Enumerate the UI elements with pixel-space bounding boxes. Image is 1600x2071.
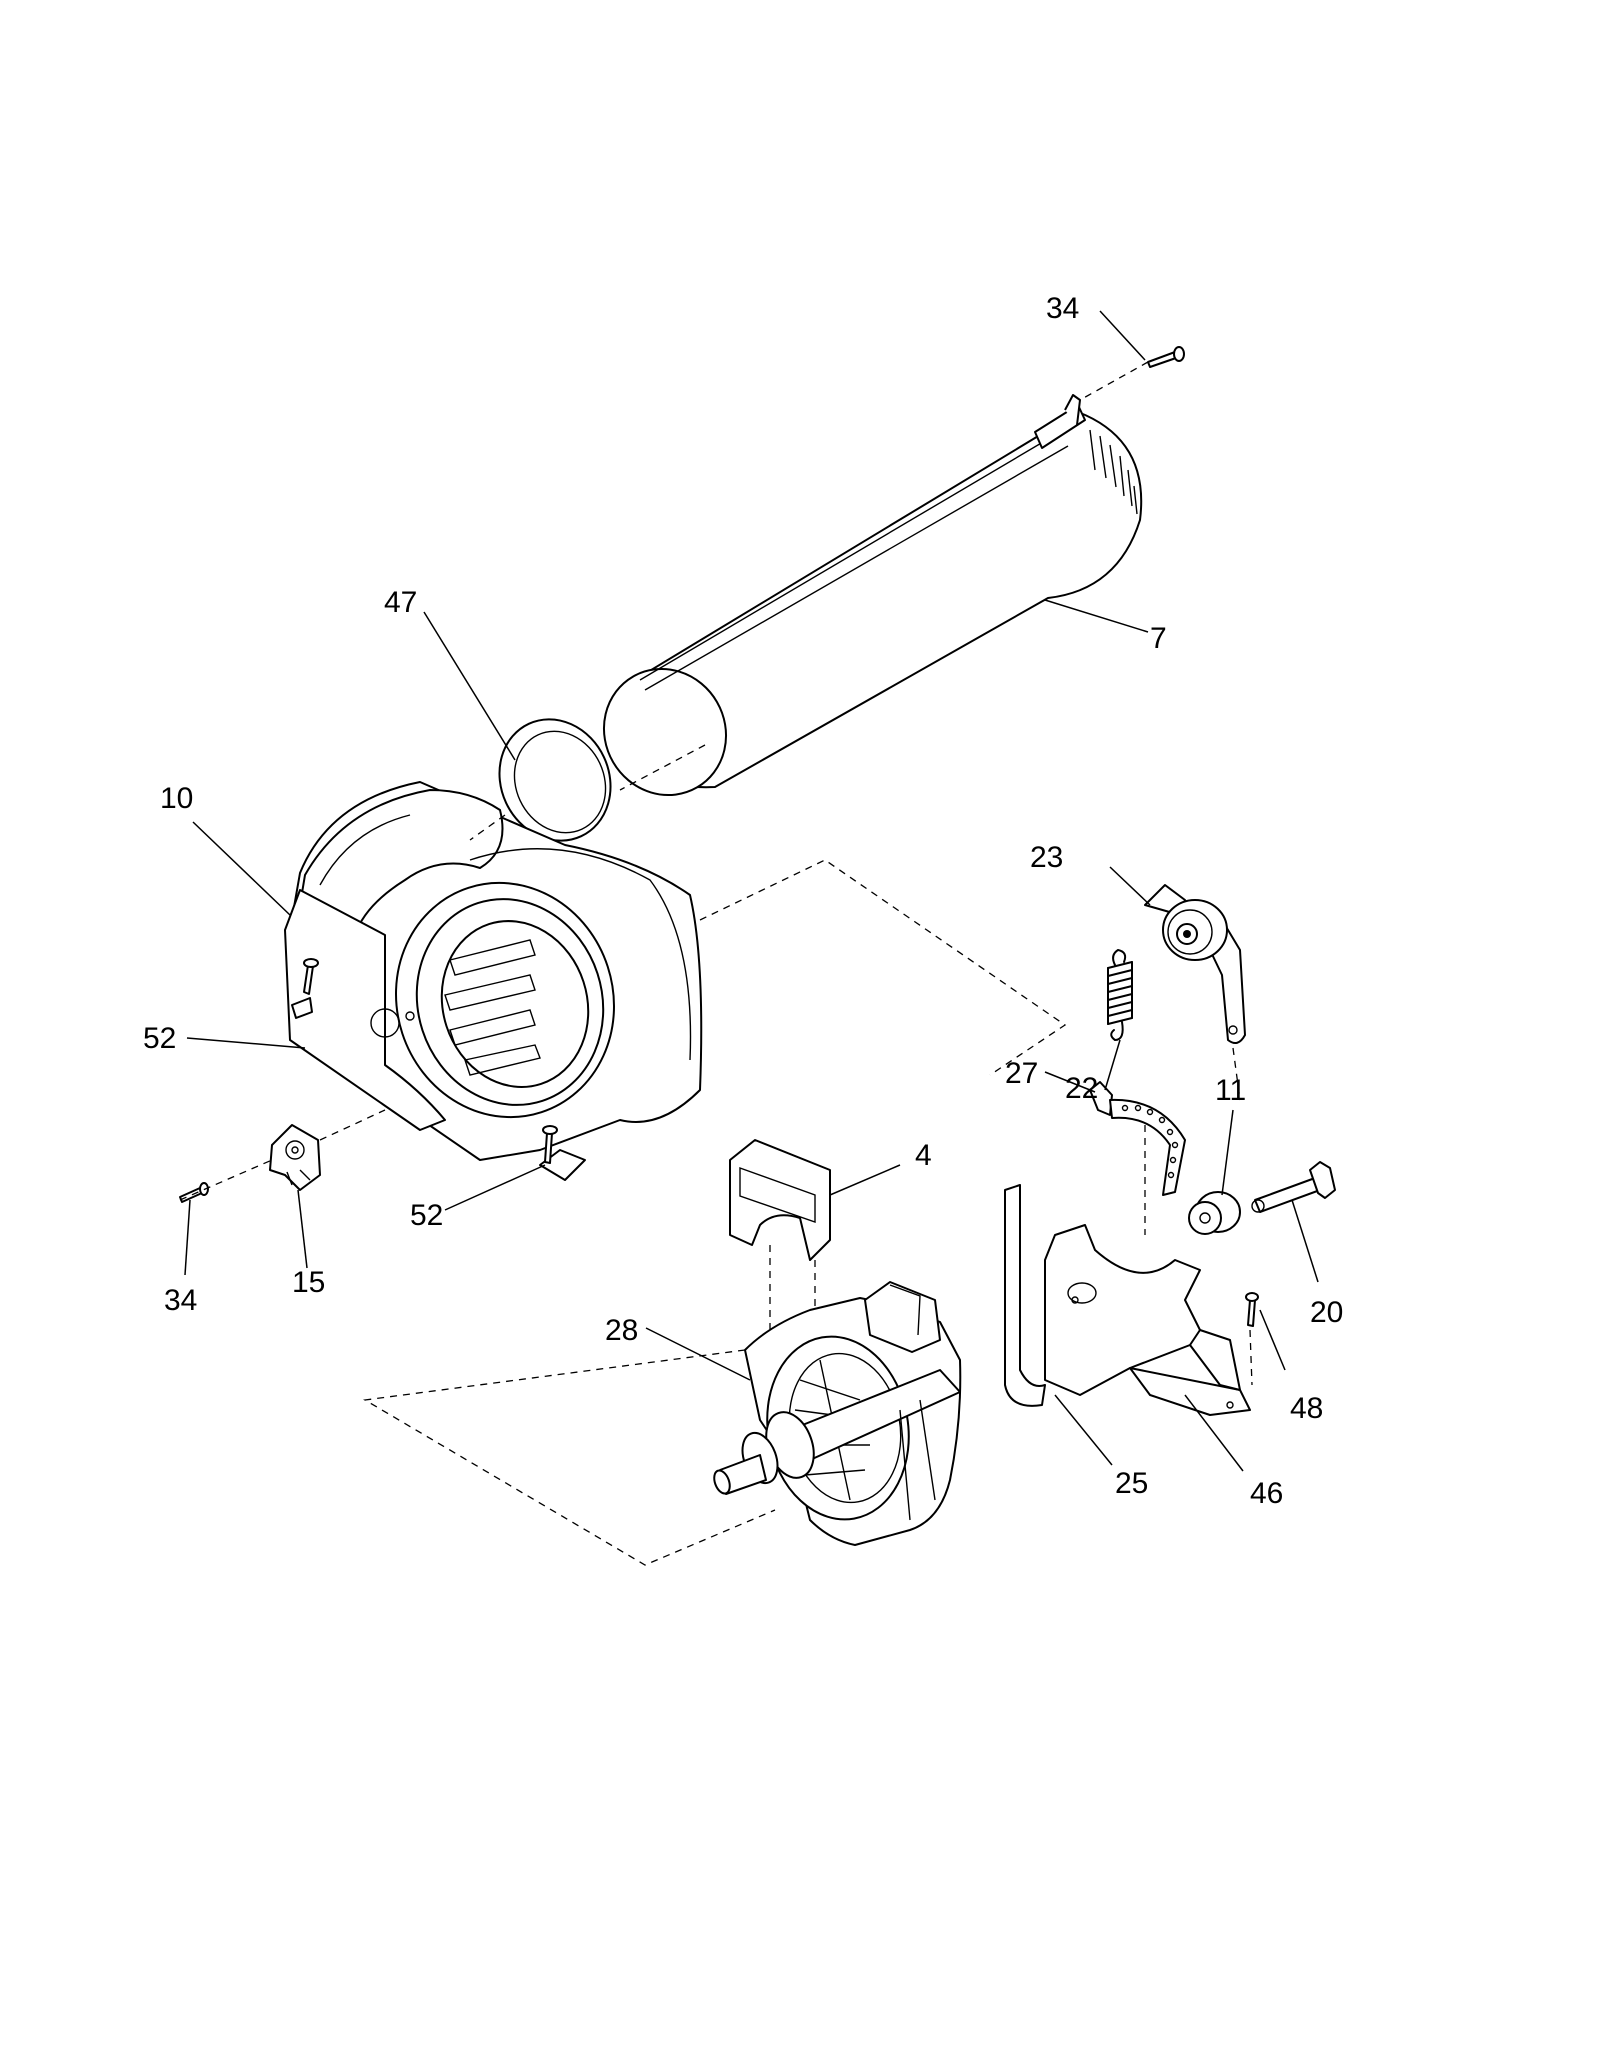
screw-34-top-part (1147, 346, 1185, 368)
callout-10: 10 (160, 782, 193, 815)
screw-48-part (1245, 1292, 1259, 1327)
motor-clip-part (1089, 1081, 1186, 1196)
motor-bracket-part (1044, 1224, 1251, 1416)
bumper-part (1188, 1191, 1241, 1235)
blower-housing-part (284, 781, 703, 1181)
screw-52-bottom-part (542, 1125, 558, 1164)
bolt-part (1251, 1161, 1336, 1213)
callout-15: 15 (292, 1266, 325, 1299)
callout-11: 11 (1215, 1074, 1246, 1107)
callout-7: 7 (1150, 622, 1167, 655)
screw-34-bottom-part (179, 1182, 209, 1203)
leader-lines (184, 310, 1319, 1472)
callout-52-bottom: 52 (410, 1199, 443, 1232)
callout-20: 20 (1310, 1296, 1343, 1329)
callout-47: 47 (384, 586, 417, 619)
callout-34-bottom: 34 (164, 1284, 197, 1317)
callout-48: 48 (1290, 1392, 1323, 1425)
seal-ring-part (498, 718, 612, 842)
drive-motor-part (713, 1281, 962, 1546)
hose-part (1004, 1184, 1046, 1407)
callout-25: 25 (1115, 1467, 1148, 1500)
callout-28: 28 (605, 1314, 638, 1347)
callout-52-left: 52 (143, 1022, 176, 1055)
exhaust-duct-part (602, 394, 1143, 797)
idler-pulley-bracket-part (1144, 884, 1246, 1045)
assembly-lines (179, 361, 1253, 1566)
callout-22: 22 (1065, 1072, 1098, 1105)
callout-46: 46 (1250, 1477, 1283, 1510)
callout-27: 27 (1005, 1057, 1038, 1090)
callout-34-top: 34 (1046, 292, 1079, 325)
screw-52-left-part (303, 958, 319, 995)
motor-mount-part (729, 1139, 831, 1261)
callout-labels: 34 47 7 10 23 52 22 27 11 4 52 34 15 20 … (143, 292, 1343, 1510)
idler-spring-part (1107, 949, 1133, 1041)
callout-4: 4 (915, 1139, 932, 1172)
thermostat-part (269, 1124, 321, 1191)
callout-23: 23 (1030, 841, 1063, 874)
